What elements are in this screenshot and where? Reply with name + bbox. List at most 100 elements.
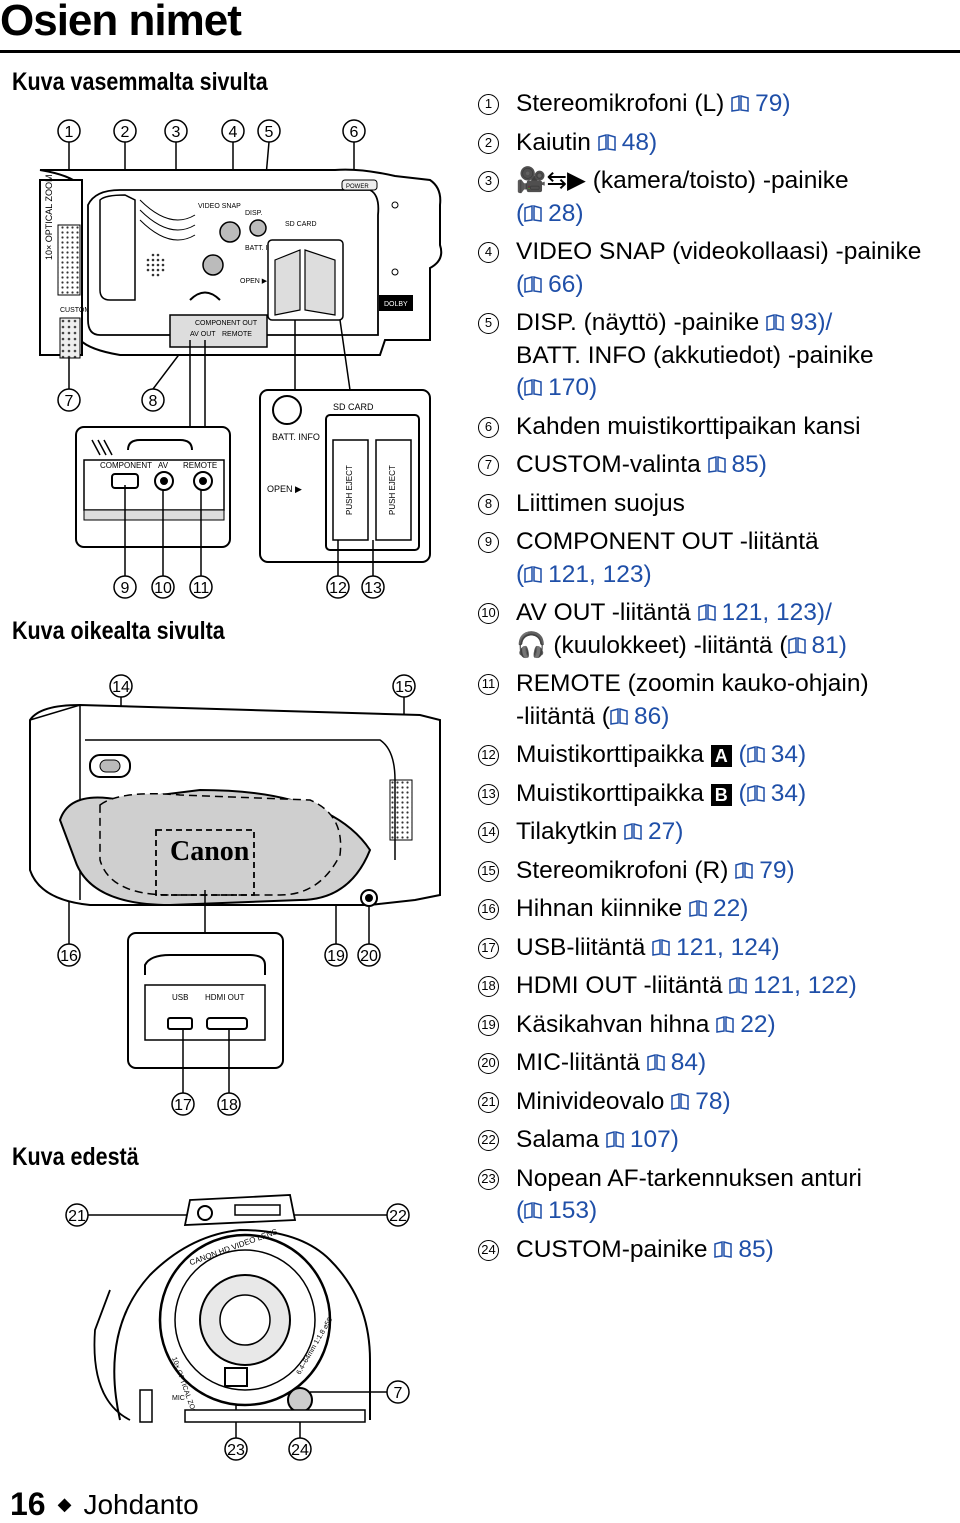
callout-17: 17 — [174, 1097, 192, 1114]
section-left-side: Kuva vasemmalta sivulta — [12, 68, 268, 96]
book-icon — [735, 861, 753, 879]
legend-number: 9 — [478, 532, 499, 553]
svg-text:MIC: MIC — [172, 1395, 185, 1402]
page-number: 16 — [10, 1486, 46, 1522]
callout-5: 5 — [265, 124, 274, 141]
legend-number: 3 — [478, 171, 499, 192]
book-icon — [624, 823, 642, 840]
legend-text: Kahden muistikorttipaikan kansi — [516, 412, 861, 440]
legend-number: 4 — [478, 242, 499, 263]
camera-diagrams: 1 2 3 4 5 6 7 8 10× OPTICAL ZOOM — [29, 119, 443, 1461]
callout-7: 7 — [65, 393, 74, 410]
legend-number: 17 — [478, 937, 499, 959]
book-icon — [524, 565, 542, 583]
diamond-icon: ◆ — [57, 1494, 72, 1514]
legend-item: 18 HDMI OUT -liitäntä 121, 122) — [478, 970, 958, 1003]
book-icon — [707, 456, 726, 473]
svg-text:BATT. INFO: BATT. INFO — [272, 432, 320, 442]
legend-item: 7 CUSTOM-valinta 85) — [478, 449, 958, 482]
book-icon — [787, 636, 806, 654]
legend-text: Liittimen suojus — [516, 489, 685, 517]
front-view: 21 22 7 23 24 CANON HD VIDEO LENS 6.4–64… — [65, 1194, 410, 1461]
legend-number: 18 — [478, 976, 499, 997]
svg-text:BATT. INFO: BATT. INFO — [245, 245, 283, 252]
legend-text: HDMI OUT -liitäntä 121, 122) — [516, 972, 857, 999]
book-icon — [714, 1240, 733, 1258]
callout-4: 4 — [229, 124, 238, 141]
svg-text:HDMI OUT: HDMI OUT — [205, 993, 245, 1002]
svg-text:USB: USB — [172, 993, 188, 1002]
legend-text: Stereomikrofoni (L) 79) — [516, 90, 791, 117]
legend-number: 1 — [478, 94, 499, 115]
legend-item: 3🎥⇆▶ (kamera/toisto) -painike(28) — [478, 165, 958, 230]
book-icon — [731, 95, 749, 112]
legend-number: 10 — [478, 603, 499, 624]
book-icon — [524, 204, 542, 222]
callout-20: 20 — [360, 948, 378, 965]
legend-text: Salama 107) — [516, 1126, 679, 1153]
page-title: Osien nimet — [0, 0, 242, 45]
svg-text:PUSH EJECT: PUSH EJECT — [388, 465, 397, 515]
callout-8: 8 — [149, 393, 158, 410]
legend-text: AV OUT -liitäntä 121, 123)/🎧 (kuulokkeet… — [516, 599, 847, 659]
camera-play-icon: 🎥⇆▶ — [516, 167, 586, 194]
legend-item: 6 Kahden muistikorttipaikan kansi — [478, 411, 958, 444]
callout-18: 18 — [220, 1097, 238, 1114]
svg-text:10× OPTICAL ZOOM: 10× OPTICAL ZOOM — [44, 175, 54, 260]
legend-number: 6 — [478, 416, 499, 438]
callout-14: 14 — [112, 679, 130, 696]
legend-text: Stereomikrofoni (R) 79) — [516, 856, 795, 884]
book-icon — [729, 977, 748, 994]
svg-text:OPEN ▶: OPEN ▶ — [267, 484, 302, 494]
headphones-icon: 🎧 — [516, 631, 547, 659]
callout-12: 12 — [329, 580, 347, 597]
section-front: Kuva edestä — [12, 1143, 139, 1171]
svg-text:REMOTE: REMOTE — [183, 461, 217, 470]
legend-number: 22 — [478, 1130, 499, 1151]
slot-badge: A — [710, 745, 732, 767]
svg-text:VIDEO SNAP: VIDEO SNAP — [198, 203, 241, 210]
callout-3: 3 — [172, 124, 181, 141]
book-icon — [689, 900, 707, 917]
legend-item: 4 VIDEO SNAP (videokollaasi) -painike(66) — [478, 236, 958, 301]
book-icon — [524, 275, 542, 293]
callout-10: 10 — [154, 580, 172, 597]
svg-text:POWER: POWER — [346, 184, 369, 190]
svg-text:AV: AV — [158, 461, 169, 470]
svg-text:PUSH EJECT: PUSH EJECT — [345, 465, 354, 515]
legend-item: 22 Salama 107) — [478, 1124, 958, 1157]
legend-number: 15 — [478, 860, 499, 882]
callout-13: 13 — [364, 580, 382, 597]
page-footer: 16 ◆ Johdanto — [10, 1486, 199, 1523]
legend-text: CUSTOM-valinta 85) — [516, 451, 767, 478]
slot-badge: B — [710, 783, 732, 806]
legend-text: Tilakytkin 27) — [516, 818, 684, 845]
callout-19: 19 — [327, 948, 345, 965]
book-icon — [716, 1015, 734, 1033]
legend-text: CUSTOM-painike 85) — [516, 1235, 774, 1263]
callout-2: 2 — [121, 124, 130, 141]
svg-text:CUSTOM: CUSTOM — [60, 307, 90, 314]
book-icon — [671, 1092, 689, 1110]
legend-text: Käsikahvan hihna 22) — [516, 1010, 776, 1038]
legend-text: VIDEO SNAP (videokollaasi) -painike(66) — [516, 238, 922, 298]
legend-number: 21 — [478, 1091, 499, 1113]
legend-number: 8 — [478, 493, 499, 515]
book-icon — [766, 314, 784, 331]
legend-text: MIC-liitäntä 84) — [516, 1049, 707, 1076]
svg-text:OPEN ▶: OPEN ▶ — [240, 278, 268, 285]
book-icon — [746, 784, 765, 802]
legend-item: 8 Liittimen suojus — [478, 488, 958, 521]
legend-number: 7 — [478, 455, 499, 476]
svg-text:DOLBY: DOLBY — [384, 301, 408, 308]
svg-text:SD CARD: SD CARD — [285, 221, 317, 228]
callout-1: 1 — [65, 124, 74, 141]
